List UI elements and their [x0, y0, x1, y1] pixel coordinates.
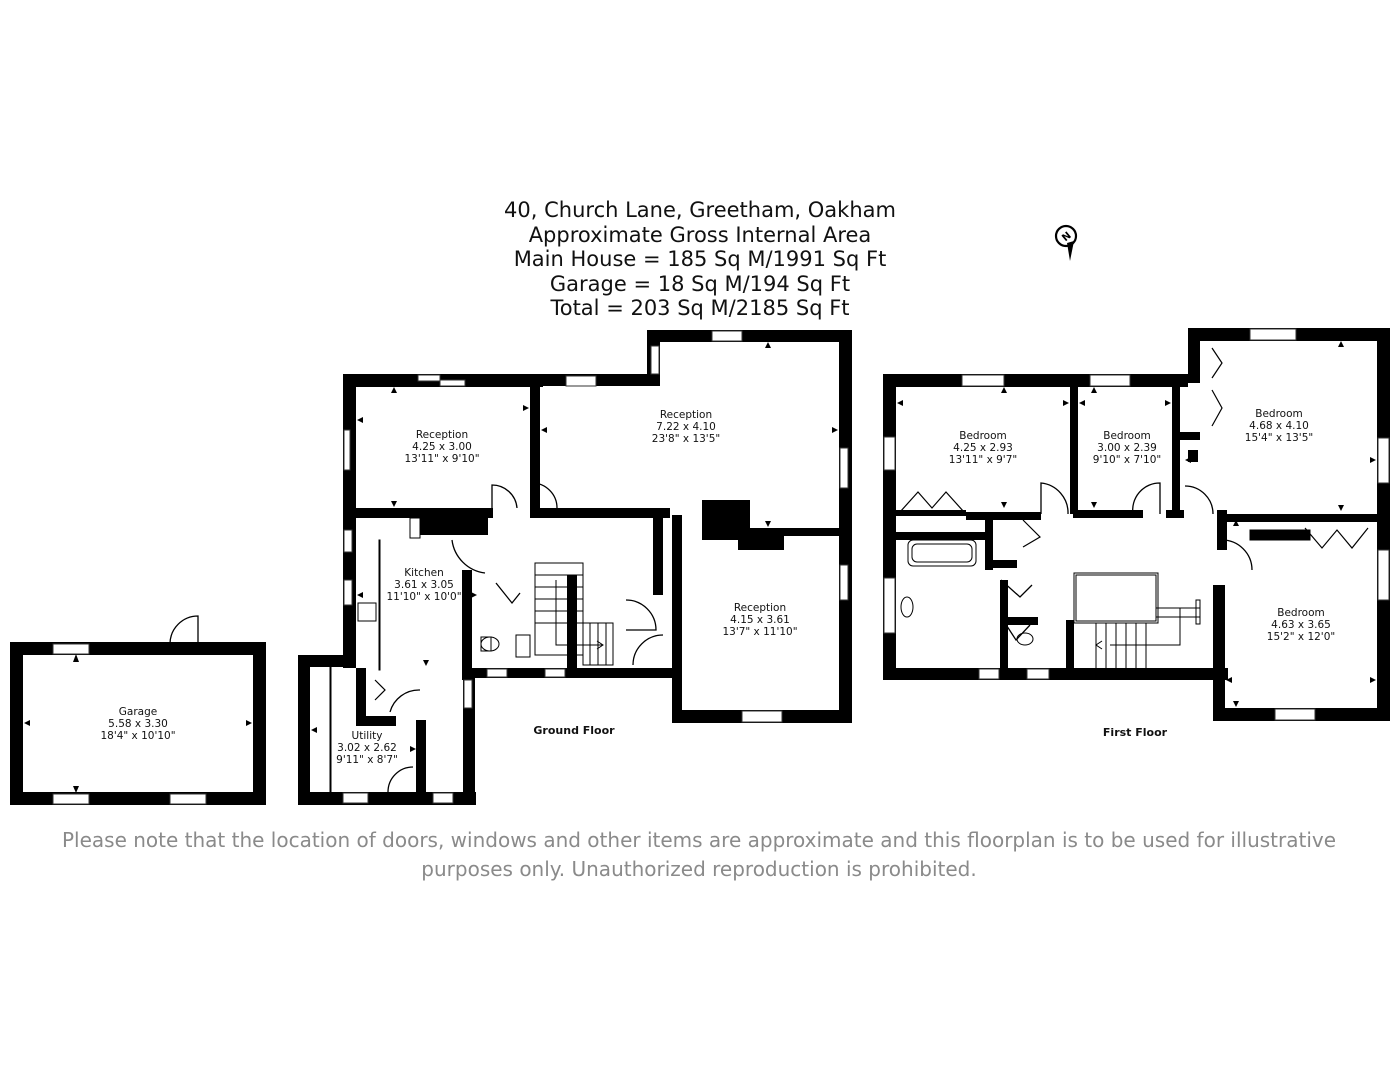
room-imperial: 11'10" x 10'0"	[386, 591, 462, 603]
room-name: Bedroom	[1103, 430, 1151, 442]
fixtures	[329, 517, 1311, 793]
ground-floor-label: Ground Floor	[533, 724, 615, 737]
room-label-reception-2: Reception 7.22 x 4.10 23'8" x 13'5"	[652, 409, 720, 445]
room-label-utility: Utility 3.02 x 2.62 9'11" x 8'7"	[336, 730, 398, 766]
stairs	[534, 562, 1201, 668]
room-label-garage: Garage 5.58 x 3.30 18'4" x 10'10"	[100, 706, 175, 742]
area-subtitle: Approximate Gross Internal Area	[528, 222, 872, 247]
room-label-bedroom-1: Bedroom 4.25 x 2.93 13'11" x 9'7"	[949, 430, 1017, 466]
doors	[169, 482, 1253, 793]
room-name: Reception	[733, 602, 787, 614]
first-floor-label: First Floor	[1102, 726, 1168, 739]
room-imperial: 15'2" x 12'0"	[1266, 631, 1336, 643]
room-metric: 4.15 x 3.61	[730, 614, 790, 626]
room-imperial: 9'11" x 8'7"	[336, 754, 398, 766]
room-label-bedroom-3: Bedroom 4.68 x 4.10 15'4" x 13'5"	[1245, 408, 1313, 444]
room-imperial: 9'10" x 7'10"	[1092, 454, 1162, 466]
room-name: Kitchen	[404, 567, 444, 579]
room-name: Bedroom	[959, 430, 1007, 442]
room-label-kitchen: Kitchen 3.61 x 3.05 11'10" x 10'0"	[386, 567, 461, 603]
room-name: Reception	[659, 409, 713, 421]
ground-floor-walls	[298, 330, 852, 805]
room-metric: 3.02 x 2.62	[337, 742, 397, 754]
room-imperial: 13'11" x 9'10"	[404, 453, 480, 465]
dimension-markers	[24, 341, 1376, 793]
disclaimer-line-1: Please note that the location of doors, …	[61, 828, 1337, 852]
room-label-reception-3: Reception 4.15 x 3.61 13'7" x 11'10"	[722, 602, 797, 638]
room-name: Bedroom	[1277, 607, 1325, 619]
room-label-bedroom-4: Bedroom 4.63 x 3.65 15'2" x 12'0"	[1267, 607, 1335, 643]
main-house-area: Main House = 185 Sq M/1991 Sq Ft	[513, 247, 887, 271]
room-imperial: 18'4" x 10'10"	[100, 730, 176, 742]
room-metric: 7.22 x 4.10	[656, 421, 716, 433]
disclaimer: Please note that the location of doors, …	[40, 826, 1358, 884]
room-imperial: 15'4" x 13'5"	[1244, 432, 1314, 444]
room-metric: 5.58 x 3.30	[108, 718, 168, 730]
room-label-bedroom-2: Bedroom 3.00 x 2.39 9'10" x 7'10"	[1093, 430, 1161, 466]
north-arrow-icon: N	[1050, 222, 1086, 262]
room-metric: 4.68 x 4.10	[1249, 420, 1309, 432]
room-imperial: 13'11" x 9'7"	[948, 454, 1018, 466]
total-area: Total = 203 Sq M/2185 Sq Ft	[550, 296, 850, 320]
wardrobes	[374, 347, 1369, 701]
room-metric: 4.25 x 2.93	[953, 442, 1013, 454]
room-name: Bedroom	[1255, 408, 1303, 420]
walls	[10, 328, 1390, 805]
room-metric: 4.25 x 3.00	[412, 441, 472, 453]
disclaimer-line-2: purposes only. Unauthorized reproduction…	[421, 857, 977, 881]
windows	[52, 328, 1390, 805]
garage-area: Garage = 18 Sq M/194 Sq Ft	[549, 271, 851, 296]
property-address: 40, Church Lane, Greetham, Oakham	[504, 198, 896, 222]
room-metric: 4.63 x 3.65	[1271, 619, 1331, 631]
room-metric: 3.00 x 2.39	[1097, 442, 1157, 454]
room-name: Utility	[351, 730, 383, 742]
room-imperial: 13'7" x 11'10"	[722, 626, 798, 638]
room-name: Reception	[415, 429, 469, 441]
room-label-reception-1: Reception 4.25 x 3.00 13'11" x 9'10"	[404, 429, 479, 465]
room-metric: 3.61 x 3.05	[394, 579, 454, 591]
room-name: Garage	[118, 706, 158, 718]
title-block: 40, Church Lane, Greetham, Oakham Approx…	[450, 198, 950, 321]
room-imperial: 23'8" x 13'5"	[651, 433, 721, 445]
